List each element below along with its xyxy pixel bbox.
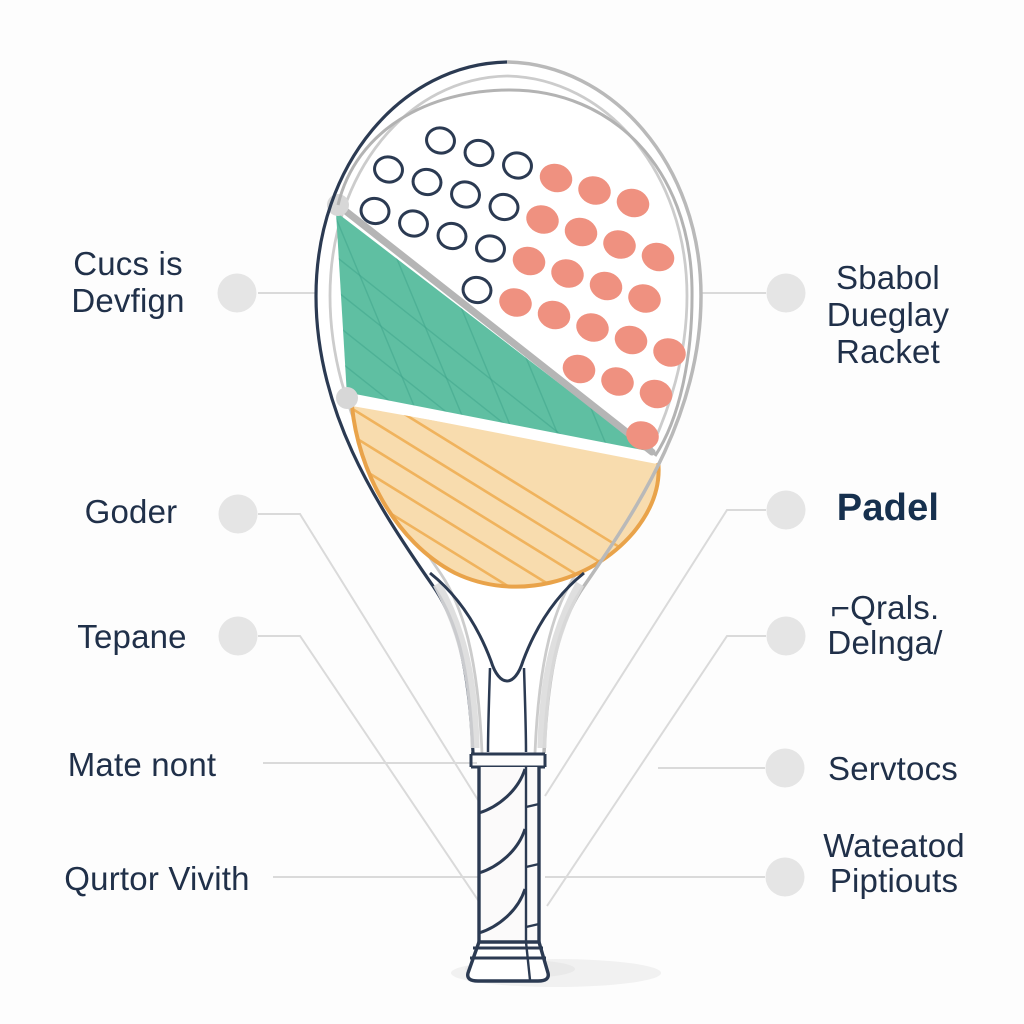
- salmon-dot: [578, 176, 611, 205]
- label-line: Sbabol: [836, 259, 940, 296]
- label-line: Piptiouts: [829, 862, 959, 899]
- leader-goder: [258, 513, 479, 801]
- salmon-dot: [653, 338, 686, 367]
- panel-divider-band: [341, 392, 661, 464]
- label-line: Mate nont: [67, 746, 217, 783]
- label-qrals-delnga: ⌐Qrals. Delnga/: [827, 590, 942, 660]
- salmon-dot: [551, 259, 584, 288]
- label-line: Delnga/: [827, 624, 943, 661]
- salmon-dot: [601, 367, 634, 396]
- orange-panel-rim: [350, 405, 661, 589]
- leader-padel: [544, 509, 766, 797]
- perforation-hole: [398, 209, 429, 238]
- callout-node: [218, 494, 258, 534]
- face-chord-band: [334, 201, 656, 456]
- callout-node: [765, 857, 805, 897]
- salmon-dot: [539, 163, 573, 193]
- perforation-hole: [450, 180, 481, 209]
- label-goder: Goder: [85, 493, 178, 530]
- leader-qrals: [546, 635, 766, 907]
- label-line: Goder: [84, 493, 178, 530]
- callout-node: [218, 616, 258, 656]
- label-qurtor-vivith: Qurtor Vivith: [64, 860, 249, 897]
- label-line: Tepane: [77, 618, 187, 655]
- salmon-dots: [499, 163, 686, 450]
- salmon-dot: [564, 217, 598, 247]
- label-line: Padel: [836, 487, 940, 529]
- throat: [429, 571, 585, 753]
- perforation-hole: [463, 138, 495, 168]
- label-line: Dueglay: [826, 296, 950, 333]
- arm-shading-left: [433, 581, 480, 749]
- salmon-dot: [589, 271, 623, 301]
- label-wateatod-piptiouts: Wateatod Piptiouts: [823, 828, 965, 898]
- label-line: Racket: [836, 333, 940, 370]
- salmon-dot: [628, 284, 661, 313]
- label-tepane: Tepane: [77, 618, 186, 655]
- orange-panel: [352, 406, 659, 587]
- collar: [469, 752, 547, 769]
- label-line: Cucs is: [73, 245, 183, 282]
- callout-node: [766, 490, 806, 530]
- callout-nodes: [217, 273, 806, 897]
- perforation-hole: [425, 126, 456, 155]
- face-outline: [336, 88, 694, 457]
- perforation-hole: [359, 196, 391, 226]
- perforation-holes: [359, 126, 533, 305]
- label-line: Qurtor Vivith: [64, 860, 250, 897]
- leader-tepane: [258, 635, 483, 907]
- perforation-hole: [461, 275, 493, 305]
- salmon-dot: [576, 313, 609, 342]
- salmon-dot: [641, 242, 675, 272]
- salmon-dot: [512, 246, 546, 276]
- label-cucs-is-devfign: Cucs is Devfign: [71, 245, 184, 319]
- perforation-hole: [488, 192, 520, 222]
- salmon-dot: [614, 325, 648, 355]
- salmon-dot: [499, 288, 532, 317]
- callout-node: [765, 748, 805, 788]
- perforation-hole: [411, 167, 443, 197]
- handle: [466, 752, 550, 983]
- perforation-hole: [502, 151, 533, 180]
- salmon-dot: [526, 205, 559, 234]
- arm-shading-right: [537, 581, 584, 749]
- label-line: ⌐Qrals.: [830, 589, 940, 626]
- label-padel: Padel: [837, 487, 939, 529]
- salmon-dot: [639, 379, 673, 409]
- grip-wrap: [478, 768, 540, 935]
- salmon-dot: [616, 188, 650, 218]
- label-line: Servtocs: [828, 750, 958, 787]
- butt-cap-edge: [524, 941, 532, 981]
- chord-node-bottom: [336, 387, 358, 409]
- label-line: Wateatod: [823, 827, 965, 864]
- label-mate-nont: Mate nont: [68, 746, 217, 783]
- throat-v-outline: [429, 571, 585, 683]
- callout-node: [766, 273, 806, 313]
- label-servtocs: Servtocs: [828, 750, 958, 787]
- perforation-hole: [436, 221, 468, 251]
- callout-node: [766, 616, 806, 656]
- neck-line-left: [486, 667, 492, 753]
- salmon-dot: [603, 230, 636, 259]
- salmon-dot: [562, 354, 596, 384]
- perforation-hole: [475, 234, 506, 263]
- salmon-dot: [537, 300, 571, 330]
- callout-node: [217, 273, 257, 313]
- salmon-dot: [626, 421, 659, 450]
- perforation-hole: [373, 155, 404, 184]
- callout-leader-lines: [217, 273, 806, 907]
- neck-line-right: [522, 667, 528, 753]
- label-sbabol-dueglay-racket: Sbabol Dueglay Racket: [827, 259, 949, 370]
- label-line: Devfign: [71, 282, 185, 319]
- grip-outline: [477, 767, 541, 942]
- butt-cap-lines: [470, 946, 546, 960]
